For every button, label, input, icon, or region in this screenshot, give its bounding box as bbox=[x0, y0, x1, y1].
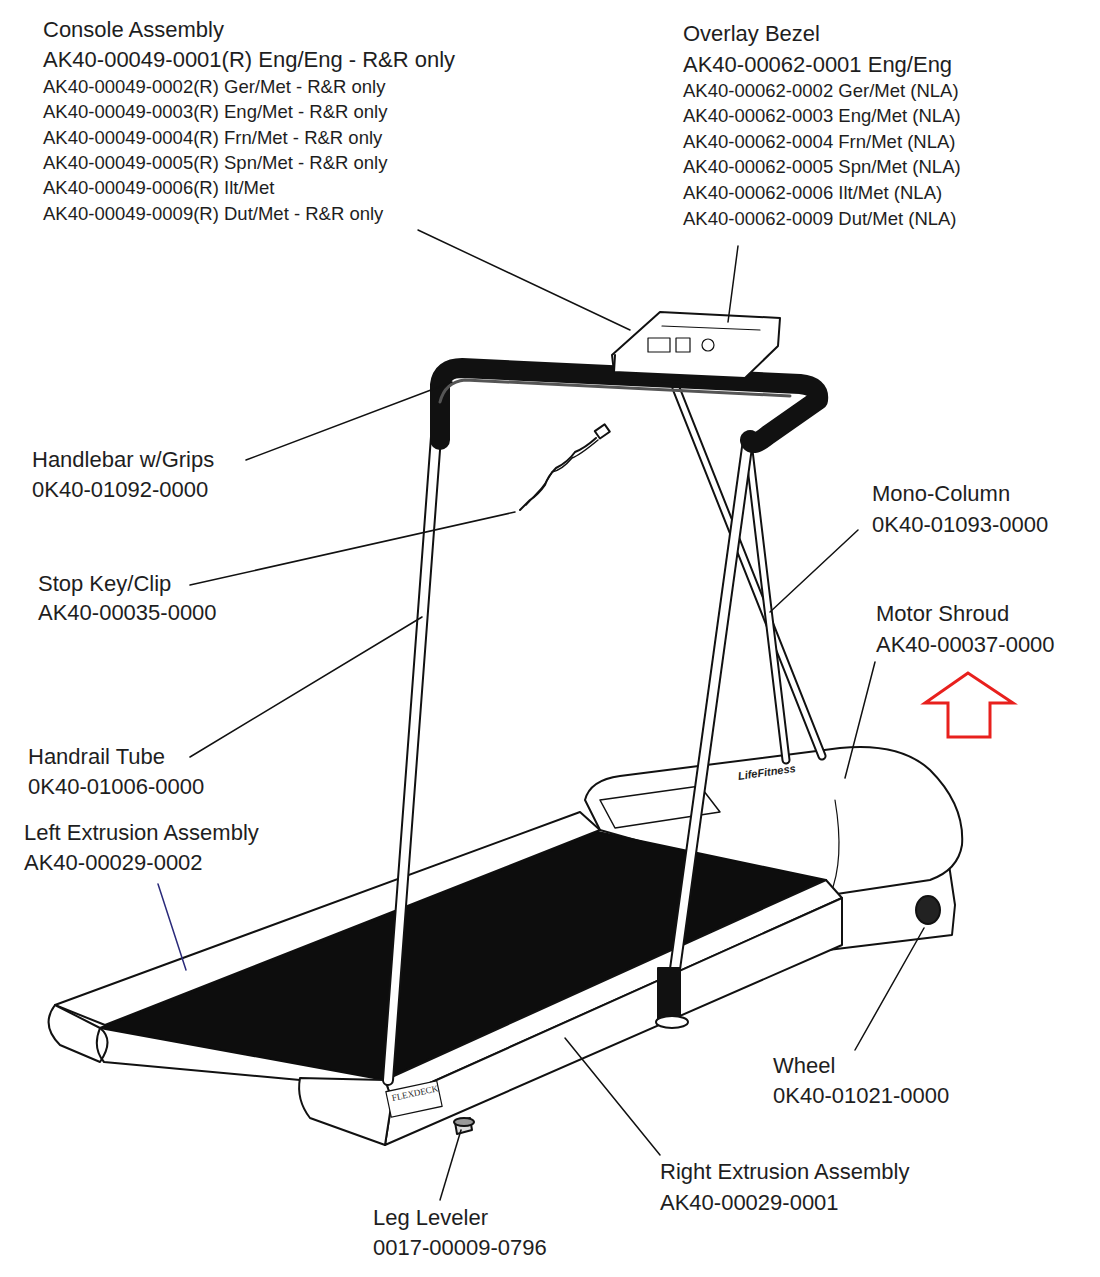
leader-line bbox=[770, 530, 858, 612]
tube-base bbox=[656, 1016, 688, 1028]
part-number: AK40-00049-0009(R) Dut/Met - R&R only bbox=[43, 203, 383, 224]
console bbox=[612, 312, 780, 378]
leader-line bbox=[190, 512, 515, 585]
belt-roller bbox=[97, 1028, 300, 1080]
leader-line bbox=[845, 662, 875, 778]
part-name: Leg Leveler bbox=[373, 1205, 488, 1230]
part-number: AK40-00062-0006 Ilt/Met (NLA) bbox=[683, 182, 942, 203]
tube-base bbox=[658, 968, 680, 1023]
part-number: AK40-00049-0003(R) Eng/Met - R&R only bbox=[43, 101, 387, 122]
part-number: AK40-00062-0003 Eng/Met (NLA) bbox=[683, 105, 961, 126]
part-number: 0K40-01092-0000 bbox=[32, 477, 208, 502]
console-key bbox=[676, 338, 690, 352]
part-number: AK40-00037-0000 bbox=[876, 632, 1055, 657]
flexdeck-badge bbox=[386, 1081, 442, 1117]
end-cap bbox=[299, 1078, 392, 1145]
leader-line bbox=[418, 230, 630, 330]
leader-line bbox=[855, 928, 924, 1050]
console-display bbox=[662, 326, 760, 330]
part-name: Right Extrusion Assembly bbox=[660, 1159, 909, 1184]
leader-line bbox=[440, 1130, 461, 1200]
console-key bbox=[648, 338, 670, 352]
mono-column bbox=[748, 442, 786, 760]
console-edge bbox=[614, 355, 615, 372]
highlight-arrow bbox=[925, 673, 1013, 737]
part-name: Wheel bbox=[773, 1053, 835, 1078]
stop-key-cord bbox=[526, 440, 598, 505]
part-name: Handrail Tube bbox=[28, 744, 165, 769]
wheel bbox=[916, 896, 940, 924]
mono-column bbox=[748, 442, 786, 760]
part-number: 0017-00009-0796 bbox=[373, 1235, 547, 1260]
right-extrusion-top bbox=[385, 880, 842, 1100]
leader-line bbox=[158, 884, 186, 970]
handlebar-highlight bbox=[440, 380, 790, 402]
part-number: AK40-00062-0005 Spn/Met (NLA) bbox=[683, 156, 961, 177]
console-key bbox=[702, 339, 714, 351]
part-number: AK40-00049-0002(R) Ger/Met - R&R only bbox=[43, 76, 385, 97]
handrail-tube bbox=[668, 440, 748, 1020]
stop-key bbox=[595, 424, 610, 438]
part-name: Console Assembly bbox=[43, 17, 224, 42]
leader-line bbox=[565, 1038, 660, 1155]
part-number: AK40-00049-0006(R) Ilt/Met bbox=[43, 177, 274, 198]
part-name: Overlay Bezel bbox=[683, 21, 820, 46]
brand-badge: FLEXDECK bbox=[391, 1083, 439, 1103]
part-name: Mono-Column bbox=[872, 481, 1010, 506]
part-number: AK40-00049-0005(R) Spn/Met - R&R only bbox=[43, 152, 387, 173]
leg-leveler-foot bbox=[454, 1118, 474, 1126]
part-number: AK40-00029-0001 bbox=[660, 1190, 839, 1215]
shroud-edge bbox=[830, 800, 839, 895]
part-number: AK40-00062-0001 Eng/Eng bbox=[683, 52, 952, 77]
brand-logo: LifeFitness bbox=[737, 762, 796, 783]
part-number: AK40-00062-0004 Frn/Met (NLA) bbox=[683, 131, 956, 152]
part-number: AK40-00035-0000 bbox=[38, 600, 217, 625]
part-name: Left Extrusion Assembly bbox=[24, 820, 259, 845]
part-number: 0K40-01006-0000 bbox=[28, 774, 204, 799]
console-mount bbox=[655, 380, 700, 384]
leader-line bbox=[246, 382, 452, 460]
part-name: Handlebar w/Grips bbox=[32, 447, 214, 472]
handrail-tube bbox=[388, 410, 438, 1080]
part-name: Stop Key/Clip bbox=[38, 571, 171, 596]
part-number: 0K40-01021-0000 bbox=[773, 1083, 949, 1108]
leader-line bbox=[728, 246, 738, 322]
handrail-tube bbox=[388, 410, 438, 1080]
part-number: AK40-00062-0002 Ger/Met (NLA) bbox=[683, 80, 959, 101]
leader-line bbox=[190, 617, 422, 757]
part-number: 0K40-01093-0000 bbox=[872, 512, 1048, 537]
part-number: AK40-00049-0001(R) Eng/Eng - R&R only bbox=[43, 47, 455, 72]
part-name: Motor Shroud bbox=[876, 601, 1009, 626]
part-number: AK40-00062-0009 Dut/Met (NLA) bbox=[683, 208, 957, 229]
handrail-tube bbox=[668, 440, 748, 1020]
part-number: AK40-00029-0002 bbox=[24, 850, 203, 875]
part-number: AK40-00049-0004(R) Frn/Met - R&R only bbox=[43, 127, 382, 148]
handlebar bbox=[440, 368, 818, 443]
